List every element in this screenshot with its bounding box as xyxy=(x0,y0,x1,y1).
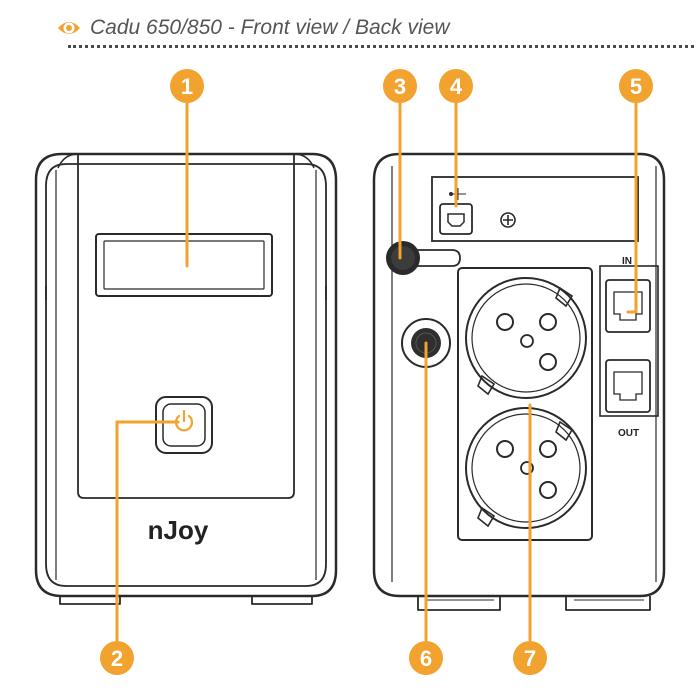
lcd-display xyxy=(95,233,273,297)
svg-text:2: 2 xyxy=(111,646,123,671)
svg-text:4: 4 xyxy=(450,74,463,99)
callout-7: 7 xyxy=(513,641,547,675)
front-view xyxy=(34,152,338,605)
usb-panel xyxy=(431,176,639,242)
brand-logo: nJoy xyxy=(148,515,209,545)
leader-2 xyxy=(115,420,180,642)
page-title: Cadu 650/850 - Front view / Back view xyxy=(90,16,450,39)
callout-6: 6 xyxy=(409,641,443,675)
outlet-top xyxy=(465,277,587,399)
rj45-surge-ports: IN OUT xyxy=(599,256,659,439)
callout-1: 1 xyxy=(170,69,204,103)
back-body xyxy=(372,152,666,598)
schuko-outlets xyxy=(457,267,593,541)
header-divider xyxy=(68,45,694,48)
front-bezel xyxy=(45,163,327,587)
usb-port xyxy=(439,203,473,235)
svg-text:1: 1 xyxy=(181,74,193,99)
rj45-in-port xyxy=(605,279,651,333)
callout-5: 5 xyxy=(619,69,653,103)
callout-badges: 1 2 3 4 5 6 7 xyxy=(100,69,653,675)
usb-icon xyxy=(449,188,466,200)
svg-text:3: 3 xyxy=(394,74,406,99)
callout-4: 4 xyxy=(439,69,473,103)
power-button xyxy=(155,396,213,454)
leader-5 xyxy=(626,100,638,314)
power-cord xyxy=(386,241,461,275)
callout-lines xyxy=(115,98,638,642)
outlet-bottom xyxy=(465,407,587,529)
svg-text:6: 6 xyxy=(420,646,432,671)
port-in-label: IN xyxy=(622,256,632,267)
back-view xyxy=(372,152,666,611)
svg-text:5: 5 xyxy=(630,74,642,99)
ground-screw-icon xyxy=(500,212,516,228)
port-out-label: OUT xyxy=(618,428,639,439)
power-icon xyxy=(174,409,194,432)
front-panel xyxy=(77,154,295,499)
callout-3: 3 xyxy=(383,69,417,103)
svg-text:7: 7 xyxy=(524,646,536,671)
callout-2: 2 xyxy=(100,641,134,675)
eye-icon xyxy=(58,22,80,34)
rj45-out-port xyxy=(605,359,651,413)
